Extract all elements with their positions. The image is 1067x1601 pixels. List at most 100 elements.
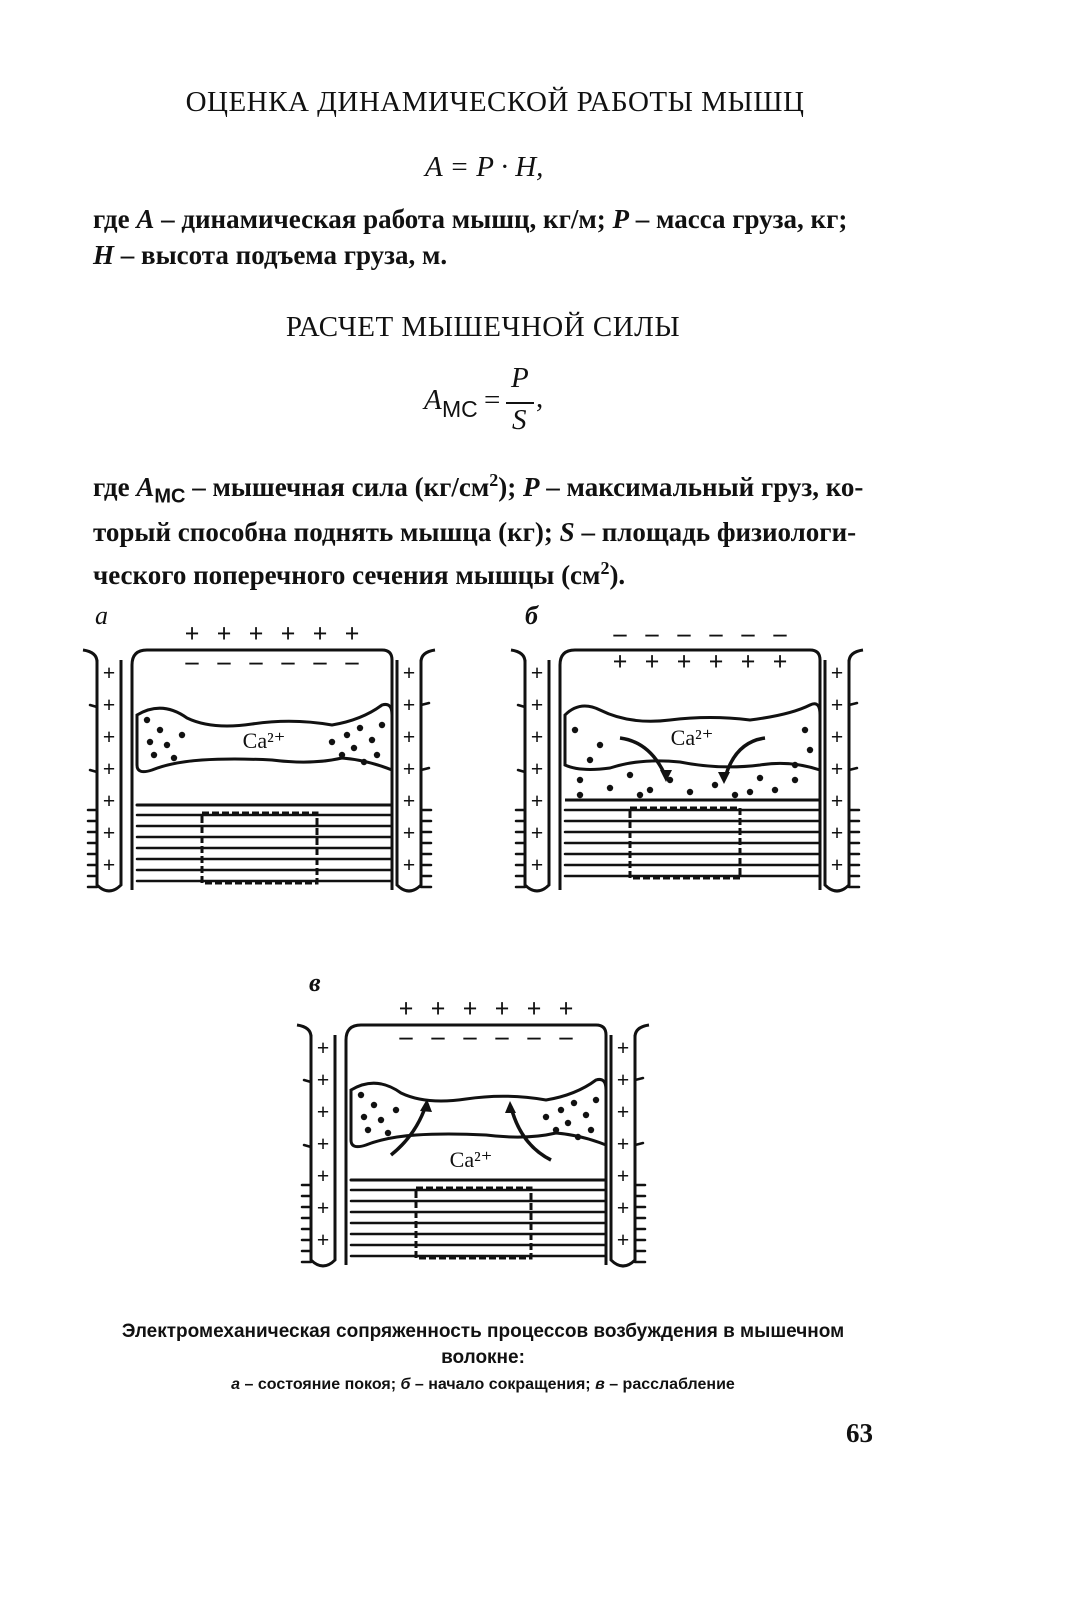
caption-line1: Электромеханическая сопряженность процес…: [60, 1321, 906, 1343]
charge-outer: +: [463, 994, 478, 1023]
charge-outer: –: [645, 619, 660, 648]
left-plus-sign: +: [531, 756, 544, 781]
sarcoplasmic-reticulum: [351, 1079, 606, 1146]
right-plus-sign: +: [831, 788, 844, 813]
charge-inner: +: [613, 647, 628, 676]
right-plus-sign: +: [403, 756, 416, 781]
ca-dot: [807, 747, 813, 753]
ca-dot: [379, 722, 385, 728]
ca-dot: [802, 727, 808, 733]
right-plus-sign: +: [403, 692, 416, 717]
ca-dot: [385, 1130, 391, 1136]
charge-inner: +: [773, 647, 788, 676]
page-number: 63: [846, 1418, 873, 1449]
right-plus-sign: +: [617, 1227, 630, 1252]
charge-inner: –: [249, 647, 264, 676]
ca-dot: [588, 1127, 594, 1133]
left-plus-sign: +: [531, 724, 544, 749]
ca-dot: [587, 757, 593, 763]
right-tubule-curl: [849, 650, 863, 662]
left-plus-sign: +: [531, 788, 544, 813]
ca-dot: [575, 1134, 581, 1140]
ca-dot: [792, 762, 798, 768]
charge-inner: +: [677, 647, 692, 676]
caption-line3: а – состояние покоя; б – начало сокращен…: [60, 1376, 906, 1394]
charge-inner: –: [217, 647, 232, 676]
right-plus-sign: +: [403, 820, 416, 845]
panel-a-diagram: ++++++++++++++++++++––––––Ca²⁺: [83, 619, 435, 891]
charge-inner: –: [527, 1022, 542, 1051]
left-plus-sign: +: [317, 1131, 330, 1156]
charge-outer: +: [217, 619, 232, 648]
ca-ion-label: Ca²⁺: [671, 725, 714, 750]
charge-outer: –: [677, 619, 692, 648]
right-plus-sign: +: [831, 820, 844, 845]
right-plus-sign: +: [617, 1195, 630, 1220]
ca-dot: [577, 792, 583, 798]
charge-outer: +: [345, 619, 360, 648]
charge-outer: +: [399, 994, 414, 1023]
arrowhead-right: [505, 1101, 516, 1113]
left-plus-sign: +: [103, 724, 116, 749]
left-plus-sign: +: [531, 692, 544, 717]
left-plus-sign: +: [103, 788, 116, 813]
ca-dot: [597, 742, 603, 748]
charge-inner: –: [313, 647, 328, 676]
ca-dot: [772, 787, 778, 793]
ca-dot: [577, 777, 583, 783]
ca-dot: [369, 737, 375, 743]
ca-dot: [361, 759, 367, 765]
charge-inner: –: [559, 1022, 574, 1051]
charge-outer: –: [773, 619, 788, 648]
ca-dot: [647, 787, 653, 793]
ca-dot: [339, 752, 345, 758]
right-plus-sign: +: [617, 1067, 630, 1092]
ca-dot: [607, 785, 613, 791]
ca-release-arrow-left: [620, 738, 665, 775]
ca-dot: [543, 1114, 549, 1120]
sarcolemma: [132, 650, 392, 890]
right-plus-sign: +: [831, 692, 844, 717]
charge-inner: +: [645, 647, 660, 676]
ca-dot: [164, 742, 170, 748]
ca-dot: [361, 1114, 367, 1120]
ca-dot: [144, 717, 150, 723]
charge-outer: +: [495, 994, 510, 1023]
charge-outer: +: [527, 994, 542, 1023]
caption-line2: волокне:: [60, 1347, 906, 1369]
panel-b-diagram: ++++++++++++++––––––++++++Ca²⁺: [511, 619, 863, 891]
ca-dot: [151, 752, 157, 758]
left-plus-sign: +: [317, 1195, 330, 1220]
charge-outer: +: [281, 619, 296, 648]
ca-dot: [357, 725, 363, 731]
ca-dot: [757, 775, 763, 781]
ca-dot: [712, 782, 718, 788]
panel-v-diagram: ++++++++++++++++++++––––––Ca²⁺: [297, 994, 649, 1266]
ca-dot: [627, 772, 633, 778]
charge-inner: –: [345, 647, 360, 676]
ca-dot: [393, 1107, 399, 1113]
ca-dot: [553, 1127, 559, 1133]
charge-inner: –: [185, 647, 200, 676]
ca-dot: [571, 1100, 577, 1106]
charge-outer: +: [431, 994, 446, 1023]
left-tubule-curl: [511, 650, 525, 662]
ca-dot: [687, 789, 693, 795]
left-tubule-curl: [83, 650, 97, 662]
right-plus-sign: +: [831, 724, 844, 749]
left-plus-sign: +: [103, 692, 116, 717]
right-plus-sign: +: [831, 660, 844, 685]
right-tubule-curl: [421, 650, 435, 662]
ca-dot: [147, 739, 153, 745]
right-plus-sign: +: [831, 852, 844, 877]
sarcolemma: [346, 1025, 606, 1265]
left-plus-sign: +: [317, 1035, 330, 1060]
right-plus-sign: +: [617, 1099, 630, 1124]
right-plus-sign: +: [403, 660, 416, 685]
right-plus-sign: +: [617, 1163, 630, 1188]
right-plus-sign: +: [831, 756, 844, 781]
ca-dot: [378, 1117, 384, 1123]
charge-outer: +: [249, 619, 264, 648]
ca-dot: [565, 1120, 571, 1126]
charge-outer: +: [313, 619, 328, 648]
